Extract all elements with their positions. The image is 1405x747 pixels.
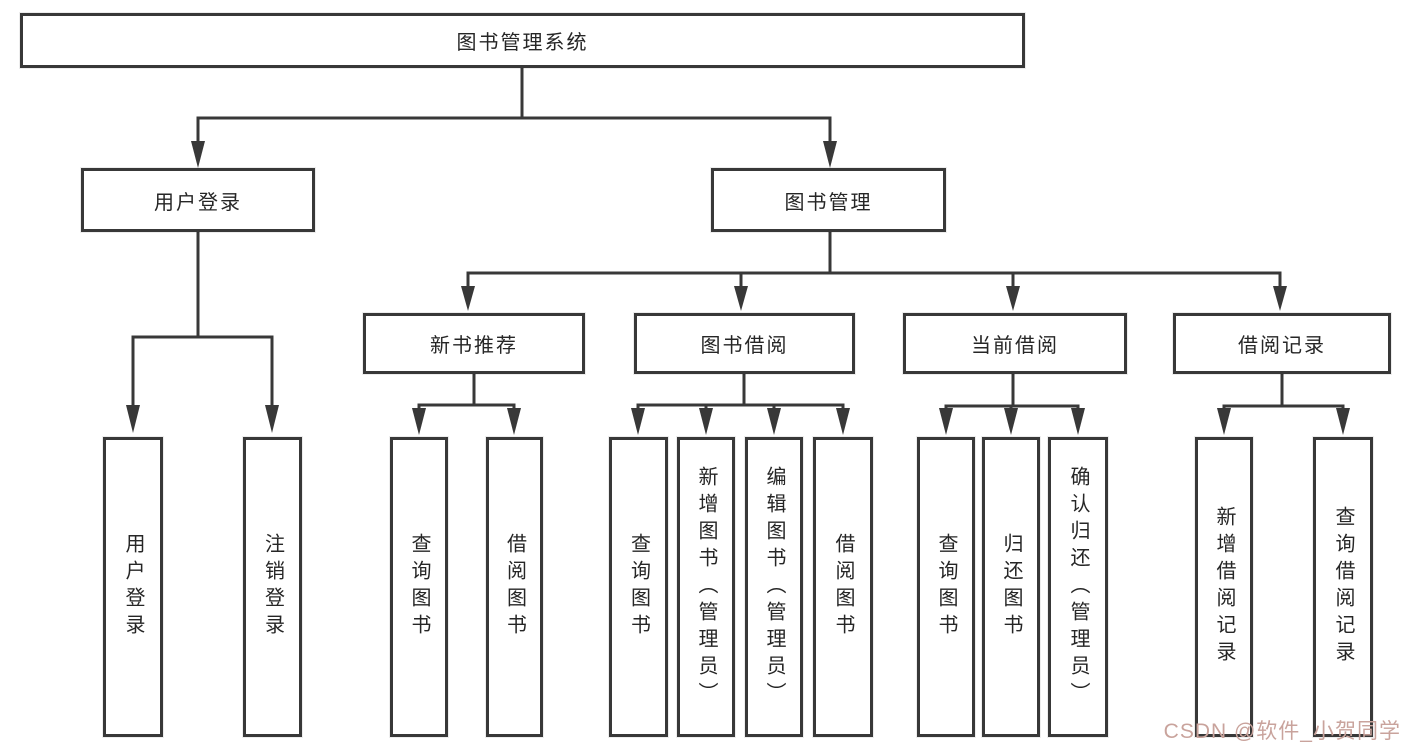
- leaf-query-borrow-record: 查询借阅记录: [1313, 437, 1373, 737]
- leaf-confirm-return-admin: 确认归还（管理员）: [1048, 437, 1108, 737]
- leaf-query-books-recommend: 查询图书: [390, 437, 448, 737]
- edge-borrow-records-to-leaves: [1217, 374, 1350, 435]
- leaf-logout: 注销登录: [243, 437, 302, 737]
- node-book-management: 图书管理: [711, 168, 946, 232]
- edge-user-login-to-leaves: [126, 232, 279, 433]
- leaf-return-books-label: 归还图书: [1000, 533, 1022, 641]
- node-current-borrow: 当前借阅: [903, 313, 1127, 374]
- leaf-query-books-borrow: 查询图书: [609, 437, 668, 737]
- node-current-borrow-label: 当前借阅: [971, 335, 1059, 357]
- node-new-book-recommend-label: 新书推荐: [430, 335, 518, 357]
- leaf-query-books-current-label: 查询图书: [935, 533, 957, 641]
- leaf-add-borrow-record: 新增借阅记录: [1195, 437, 1253, 737]
- leaf-return-books: 归还图书: [982, 437, 1040, 737]
- leaf-borrow-books-recommend-label: 借阅图书: [503, 533, 526, 641]
- leaf-borrow-books-recommend: 借阅图书: [486, 437, 543, 737]
- leaf-edit-books-admin: 编辑图书（管理员）: [745, 437, 803, 737]
- leaf-user-login: 用户登录: [103, 437, 163, 737]
- node-user-login: 用户登录: [81, 168, 315, 232]
- node-borrow-records-label: 借阅记录: [1238, 335, 1326, 357]
- leaf-add-books-admin-label: 新增图书（管理员）: [695, 465, 717, 709]
- leaf-query-borrow-record-label: 查询借阅记录: [1332, 506, 1354, 668]
- leaf-query-books-recommend-label: 查询图书: [408, 533, 430, 641]
- leaf-borrow-books: 借阅图书: [813, 437, 873, 737]
- node-book-management-label: 图书管理: [784, 191, 873, 214]
- edge-root-to-level2: [191, 68, 837, 168]
- leaf-borrow-books-label: 借阅图书: [832, 533, 854, 641]
- leaf-query-books-current: 查询图书: [917, 437, 975, 737]
- csdn-watermark: CSDN @软件_小贺同学: [1163, 720, 1401, 743]
- edge-book-borrow-to-leaves: [631, 374, 850, 435]
- node-book-borrow-label: 图书借阅: [700, 335, 789, 357]
- node-library-system: 图书管理系统: [20, 13, 1025, 68]
- leaf-user-login-label: 用户登录: [122, 533, 144, 641]
- node-library-system-label: 图书管理系统: [456, 32, 589, 54]
- leaf-confirm-return-admin-label: 确认归还（管理员）: [1067, 465, 1089, 709]
- node-book-borrow: 图书借阅: [634, 313, 855, 374]
- edge-current-borrow-to-leaves: [939, 374, 1085, 435]
- leaf-add-books-admin: 新增图书（管理员）: [677, 437, 735, 737]
- node-borrow-records: 借阅记录: [1173, 313, 1391, 374]
- leaf-logout-label: 注销登录: [261, 533, 284, 641]
- node-new-book-recommend: 新书推荐: [363, 313, 585, 374]
- leaf-edit-books-admin-label: 编辑图书（管理员）: [763, 465, 785, 709]
- node-user-login-label: 用户登录: [154, 191, 242, 214]
- edge-new-book-recommend-to-leaves: [412, 374, 521, 435]
- edge-book-management-to-level3: [461, 232, 1287, 311]
- leaf-add-borrow-record-label: 新增借阅记录: [1213, 506, 1235, 668]
- leaf-query-books-borrow-label: 查询图书: [627, 533, 650, 641]
